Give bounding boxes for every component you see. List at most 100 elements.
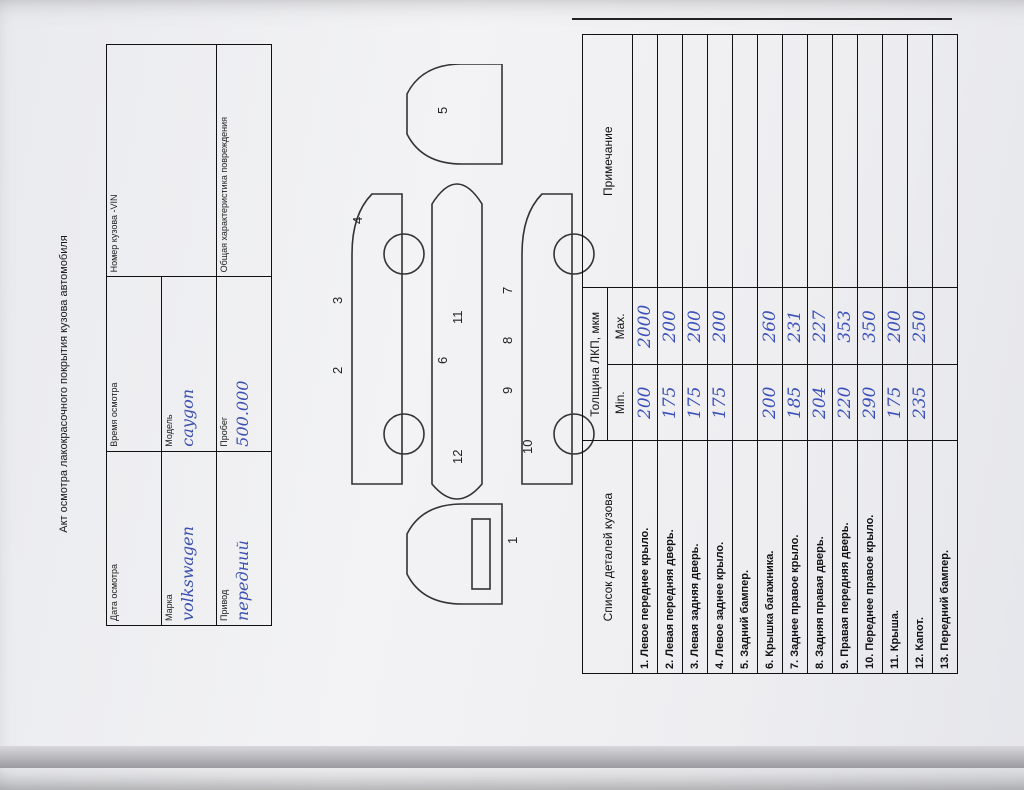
top-view-outline (431, 183, 483, 500)
max-value: 200 (707, 287, 733, 365)
date-cell: Дата осмотра (106, 451, 162, 626)
min-value (932, 364, 958, 441)
part-label: 13. Передний бампер. (932, 440, 958, 674)
diagram-part-number: 12 (450, 450, 465, 464)
time-cell: Время осмотра (106, 276, 162, 452)
min-value: 185 (782, 364, 808, 441)
drive-label: Привод (219, 589, 229, 621)
max-value: 200 (657, 287, 683, 365)
right-side-outline (521, 193, 573, 485)
part-label: 7. Заднее правое крыло. (782, 440, 808, 674)
min-value: 200 (757, 364, 783, 441)
page-edge-bracket (572, 18, 952, 60)
table-row: 5. Задний бампер. (732, 34, 758, 674)
mileage-label: Пробег (219, 416, 229, 447)
vin-label: Номер кузова -VIN (109, 194, 119, 273)
damage-label: Общая характеристика повреждения (219, 116, 229, 273)
thickness-header: Толщина ЛКП, мкм (582, 287, 608, 441)
note-header: Примечание (582, 34, 633, 288)
brand-value: volkswagen (178, 526, 197, 621)
vin-cell: Номер кузова -VIN (106, 44, 217, 277)
note-cell (807, 34, 833, 288)
diagram-part-number: 1 (505, 537, 520, 544)
diagram-part-number: 9 (500, 387, 515, 394)
max-value (732, 287, 758, 365)
note-cell (707, 34, 733, 288)
date-label: Дата осмотра (109, 563, 119, 621)
part-label: 3. Левая задняя дверь. (682, 440, 708, 674)
note-cell (882, 34, 908, 288)
min-value: 175 (707, 364, 733, 441)
diagram-part-number: 11 (450, 311, 465, 325)
note-cell (657, 34, 683, 288)
brand-label: Марка (164, 594, 174, 621)
min-value: 175 (682, 364, 708, 441)
model-label: Модель (164, 414, 174, 447)
note-cell (932, 34, 958, 288)
part-label: 2. Левая передняя дверь. (657, 440, 683, 674)
damage-cell: Общая характеристика повреждения (216, 44, 272, 277)
max-value: 260 (757, 287, 783, 365)
part-label: 1. Левое переднее крыло. (632, 440, 658, 674)
part-label: 6. Крышка багажника. (757, 440, 783, 674)
parts-header: Список деталей кузова (582, 440, 633, 674)
part-label: 4. Левое заднее крыло. (707, 440, 733, 674)
note-cell (757, 34, 783, 288)
model-cell: Модель caygon (161, 276, 217, 452)
min-value: 200 (632, 364, 658, 441)
min-value: 204 (807, 364, 833, 441)
min-header: Min. (607, 364, 633, 441)
diagram-part-number: 2 (330, 367, 345, 374)
right-rear-wheel (553, 233, 595, 275)
note-cell (832, 34, 858, 288)
note-cell (907, 34, 933, 288)
note-cell (732, 34, 758, 288)
max-value (932, 287, 958, 365)
max-value: 200 (882, 287, 908, 365)
max-value: 200 (682, 287, 708, 365)
max-value: 353 (832, 287, 858, 365)
min-value: 235 (907, 364, 933, 441)
part-label: 9. Правая передняя дверь. (832, 440, 858, 674)
min-value: 220 (832, 364, 858, 441)
diagram-part-number: 7 (500, 287, 515, 294)
front-grille (471, 518, 491, 590)
part-label: 5. Задний бампер. (732, 440, 758, 674)
left-front-wheel (383, 413, 425, 455)
left-side-outline (351, 193, 403, 485)
max-value: 2000 (632, 287, 658, 365)
diagram-part-number: 3 (330, 297, 345, 304)
left-rear-wheel (383, 233, 425, 275)
diagram-part-number: 6 (435, 357, 450, 364)
min-value: 290 (857, 364, 883, 441)
part-label: 11. Крыша. (882, 440, 908, 674)
part-label: 12. Капот. (907, 440, 933, 674)
table-row: 13. Передний бампер. (932, 34, 958, 674)
max-header: Max. (607, 287, 633, 365)
note-cell (782, 34, 808, 288)
front-view-outline (406, 503, 503, 605)
min-value: 175 (657, 364, 683, 441)
diagram-part-number: 8 (500, 337, 515, 344)
note-cell (857, 34, 883, 288)
diagram-part-number: 5 (435, 107, 450, 114)
note-cell (632, 34, 658, 288)
diagram-part-number: 4 (350, 217, 365, 224)
time-label: Время осмотра (109, 382, 119, 447)
model-value: caygon (178, 388, 197, 447)
form-title: Акт осмотра лакокрасочного покрытия кузо… (58, 235, 70, 533)
max-value: 227 (807, 287, 833, 365)
note-cell (682, 34, 708, 288)
